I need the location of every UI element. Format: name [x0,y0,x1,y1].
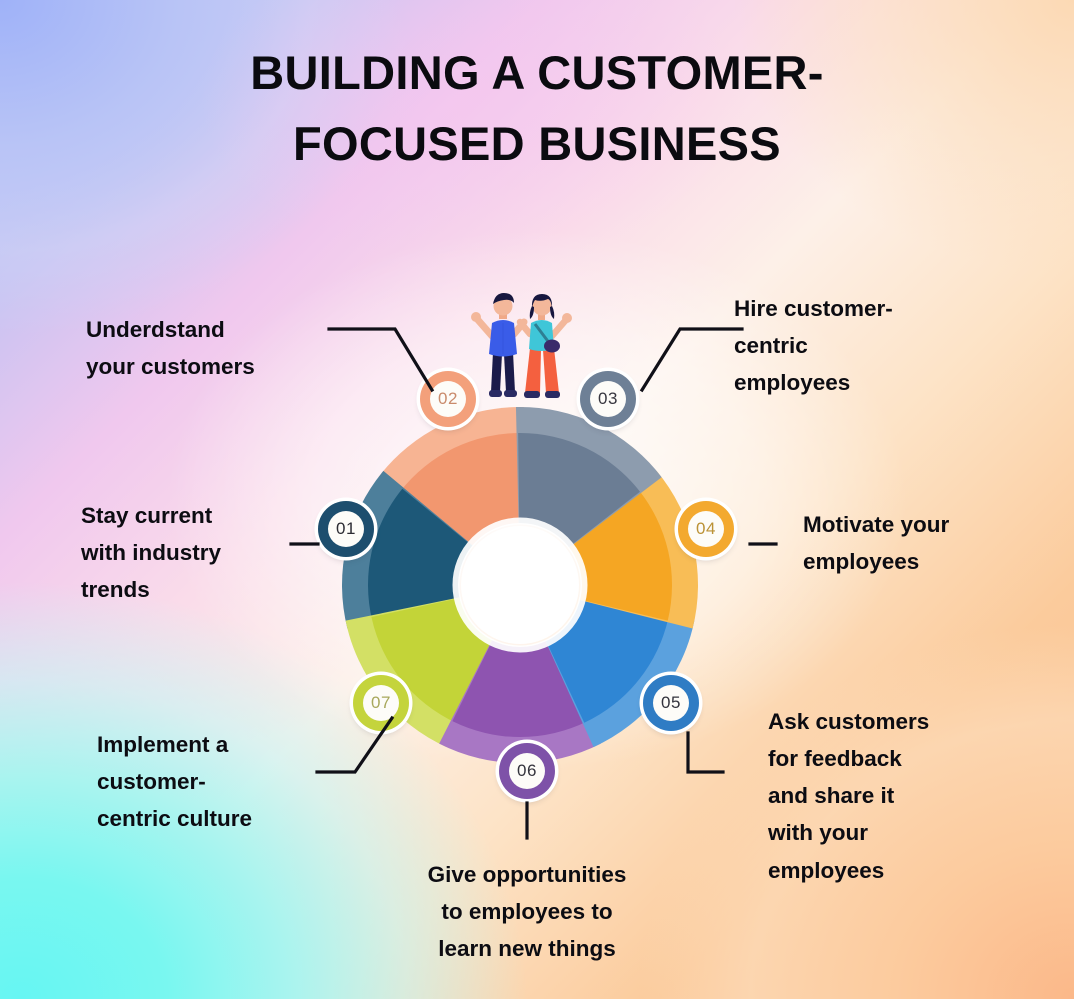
wheel-segment-06[interactable] [452,585,588,737]
segment-number-03: 03 [590,381,626,417]
label-01-line-1: Stay current [81,503,213,528]
two-people-illustration [471,293,572,398]
label-04-line-1: Motivate your [803,512,950,537]
segment-number-06: 06 [509,753,545,789]
connector-line-02 [327,327,435,393]
wheel-hub [461,526,579,644]
segmented-wheel-chart: 01 02 03 04 05 06 07 [318,371,734,799]
segment-badge-05[interactable]: 05 [643,675,699,731]
label-05-line-5: employees [768,857,885,883]
label-07-line-2: customer- [97,769,206,795]
label-05-line-4: with your [768,820,868,846]
label-01-line-2: with industry [81,540,221,566]
label-01: Stay current with industry trends [81,497,291,608]
page-title: BUILDING A CUSTOMER- FOCUSED BUSINESS [0,38,1074,179]
connector-line-03 [639,327,744,393]
label-04: Motivate your employees [803,506,1018,580]
label-06: Give opportunities to employees to learn… [377,856,677,967]
segment-number-05: 05 [653,685,689,721]
segment-badge-07[interactable]: 07 [353,675,409,731]
page-title-line-1: BUILDING A CUSTOMER- [250,46,824,99]
person-left [471,293,528,397]
label-07-line-3: centric culture [97,806,253,832]
label-05-line-3: and share it [768,783,895,809]
label-06-line-3: learn new things [438,936,616,962]
label-05-line-2: for feedback [768,746,902,772]
segment-number-01: 01 [328,511,364,547]
segment-badge-03[interactable]: 03 [580,371,636,427]
segment-badge-02[interactable]: 02 [420,371,476,427]
label-02: Underdstand your customers [86,311,336,385]
segment-number-02: 02 [430,381,466,417]
label-07: Implement a customer- centric culture [97,726,312,837]
label-03-line-1: Hire customer- [734,296,893,321]
wheel-svg [342,407,698,764]
label-01-line-3: trends [81,577,150,603]
page-title-line-2: FOCUSED BUSINESS [293,116,781,170]
segment-number-07: 07 [363,685,399,721]
label-02-line-2: your customers [86,354,255,380]
wheel-hub-ring [452,517,588,653]
segment-number-04: 04 [688,511,724,547]
label-06-line-1: Give opportunities [427,862,627,887]
label-07-line-1: Implement a [97,732,229,757]
label-02-line-1: Underdstand [86,317,225,342]
label-06-line-2: to employees to [441,899,613,925]
segment-badge-01[interactable]: 01 [318,501,374,557]
segment-badge-06[interactable]: 06 [499,743,555,799]
label-03-line-3: employees [734,370,851,396]
person-right [516,294,572,398]
label-05: Ask customers for feedback and share it … [768,703,1003,889]
label-03-line-2: centric [734,333,808,359]
label-05-line-1: Ask customers [768,709,930,734]
label-04-line-2: employees [803,549,920,575]
label-03: Hire customer- centric employees [734,290,964,401]
segment-badge-04[interactable]: 04 [678,501,734,557]
